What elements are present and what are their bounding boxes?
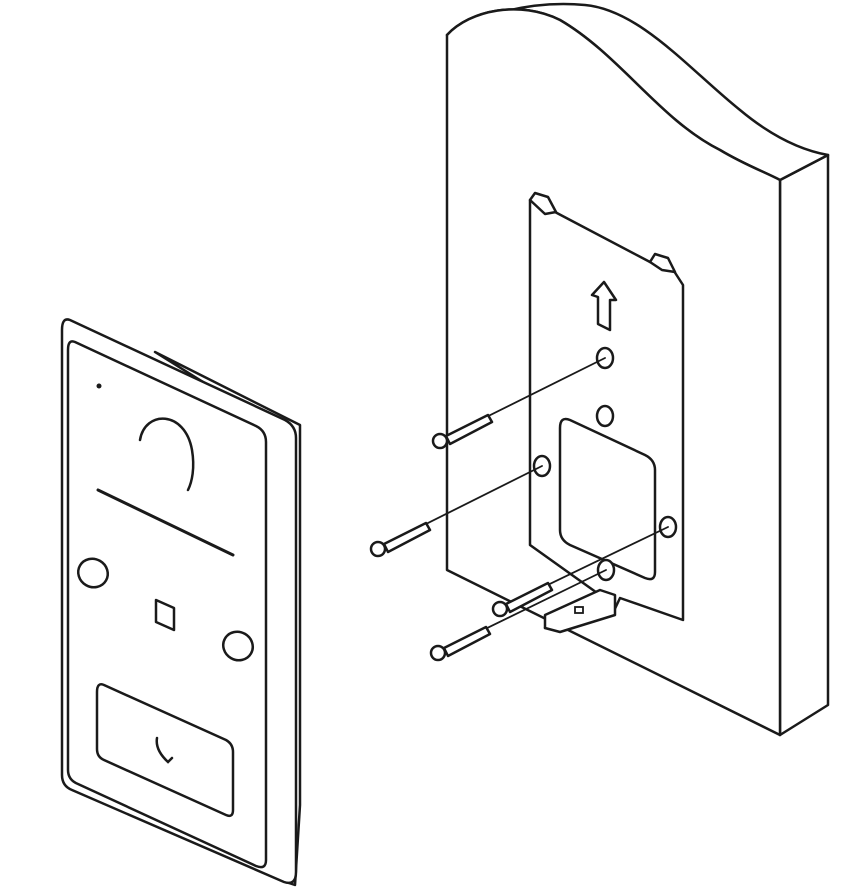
bracket-tab-left — [528, 191, 558, 216]
screw — [369, 521, 432, 558]
bracket-tab-right — [648, 252, 677, 274]
call-button[interactable] — [95, 683, 235, 818]
card-reader-icon — [154, 598, 176, 632]
screw — [429, 625, 492, 662]
screw — [491, 581, 554, 618]
light-slot — [96, 488, 235, 557]
door-intercom-device — [60, 318, 302, 887]
screws — [369, 357, 669, 662]
speaker-left[interactable] — [73, 553, 113, 592]
hook-slot — [574, 606, 584, 614]
bracket-cutout — [558, 417, 657, 581]
indicator-led — [96, 383, 102, 389]
screw-holes — [532, 346, 678, 582]
up-arrow-icon — [590, 280, 618, 332]
screw — [431, 413, 494, 450]
speaker-right[interactable] — [218, 626, 258, 665]
screw-hole — [595, 404, 615, 428]
mounting-bracket — [528, 191, 685, 634]
wall-side-face — [778, 153, 830, 737]
camera-lens — [138, 417, 195, 492]
phone-icon — [155, 736, 174, 764]
bracket-bottom-hook — [543, 588, 617, 634]
